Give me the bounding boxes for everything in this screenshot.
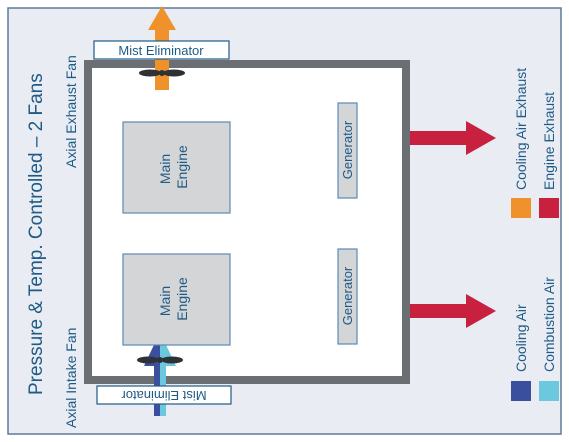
legend-engine-exhaust-label: Engine Exhaust bbox=[541, 92, 557, 190]
legend-cooling-air-exhaust-swatch bbox=[511, 198, 531, 218]
legend-cooling-air-label: Cooling Air bbox=[513, 304, 529, 372]
main-engine-upper: Main Engine bbox=[122, 121, 231, 214]
legend-combustion-air-label: Combustion Air bbox=[541, 277, 557, 372]
svg-text:Main Engine: Main Engine bbox=[157, 145, 190, 189]
diagram-title: Pressure & Temp. Controlled – 2 Fans bbox=[26, 73, 47, 395]
mist-eliminator-top: Mist Eliminator bbox=[93, 40, 230, 60]
generator-upper: Generator bbox=[337, 102, 358, 199]
main-engine-upper-line1: Main bbox=[157, 154, 173, 184]
svg-text:Main Engine: Main Engine bbox=[157, 277, 190, 321]
engine-exhaust-arrow-upper bbox=[410, 121, 496, 155]
main-engine-upper-line2: Engine bbox=[174, 145, 190, 189]
generator-lower: Generator bbox=[337, 248, 358, 345]
legend-cooling-air-exhaust-label: Cooling Air Exhaust bbox=[513, 68, 529, 190]
mist-eliminator-top-label: Mist Eliminator bbox=[118, 43, 204, 58]
axial-intake-fan-label: Axial Intake Fan bbox=[63, 328, 79, 428]
generator-lower-label: Generator bbox=[340, 266, 355, 325]
main-engine-lower: Main Engine bbox=[122, 253, 231, 346]
engine-exhaust-arrow-lower bbox=[410, 294, 496, 328]
mist-eliminator-bottom: Mist Eliminator bbox=[96, 385, 232, 405]
legend-combustion-air-swatch bbox=[539, 381, 559, 401]
generator-upper-label: Generator bbox=[340, 120, 355, 179]
legend-engine-exhaust-swatch bbox=[539, 198, 559, 218]
legend-cooling-air-swatch bbox=[511, 381, 531, 401]
axial-exhaust-fan-label: Axial Exhaust Fan bbox=[63, 55, 79, 168]
mist-eliminator-bottom-label: Mist Eliminator bbox=[121, 388, 207, 403]
main-engine-lower-line1: Main bbox=[157, 286, 173, 316]
main-engine-lower-line2: Engine bbox=[174, 277, 190, 321]
axial-exhaust-fan-icon bbox=[139, 69, 185, 77]
axial-intake-fan-icon bbox=[137, 356, 183, 364]
